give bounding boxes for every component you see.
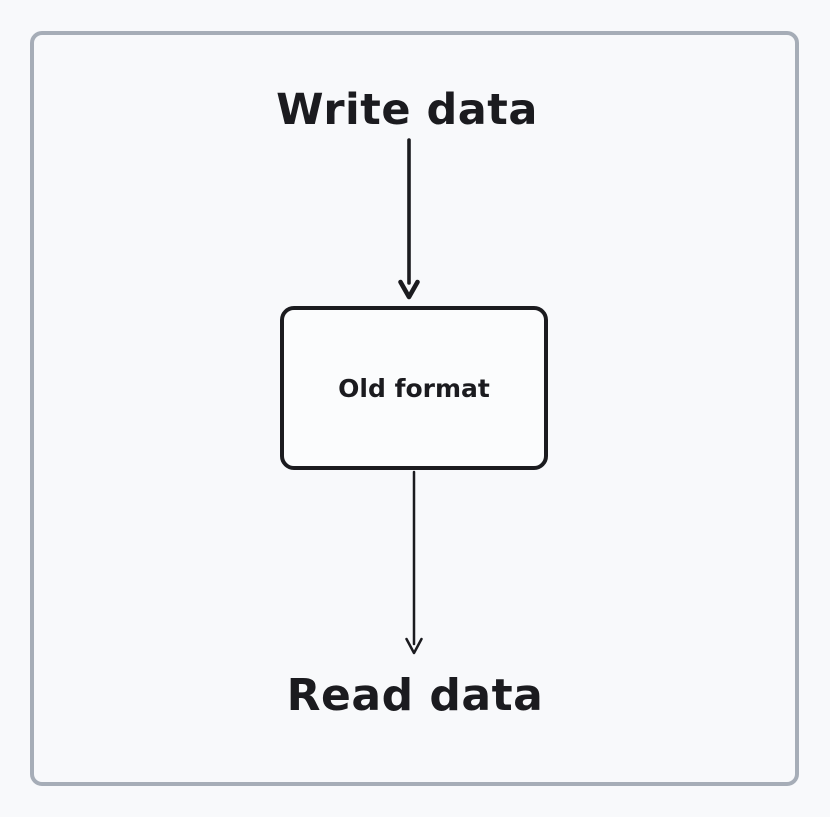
read-data-label: Read data: [286, 670, 544, 721]
arrow-down-icon: [398, 138, 420, 300]
old-format-node: Old format: [280, 306, 548, 470]
write-data-label: Write data: [276, 85, 538, 135]
old-format-label: Old format: [338, 373, 490, 403]
diagram-frame: [30, 31, 799, 786]
arrow-down-icon: [405, 470, 423, 655]
